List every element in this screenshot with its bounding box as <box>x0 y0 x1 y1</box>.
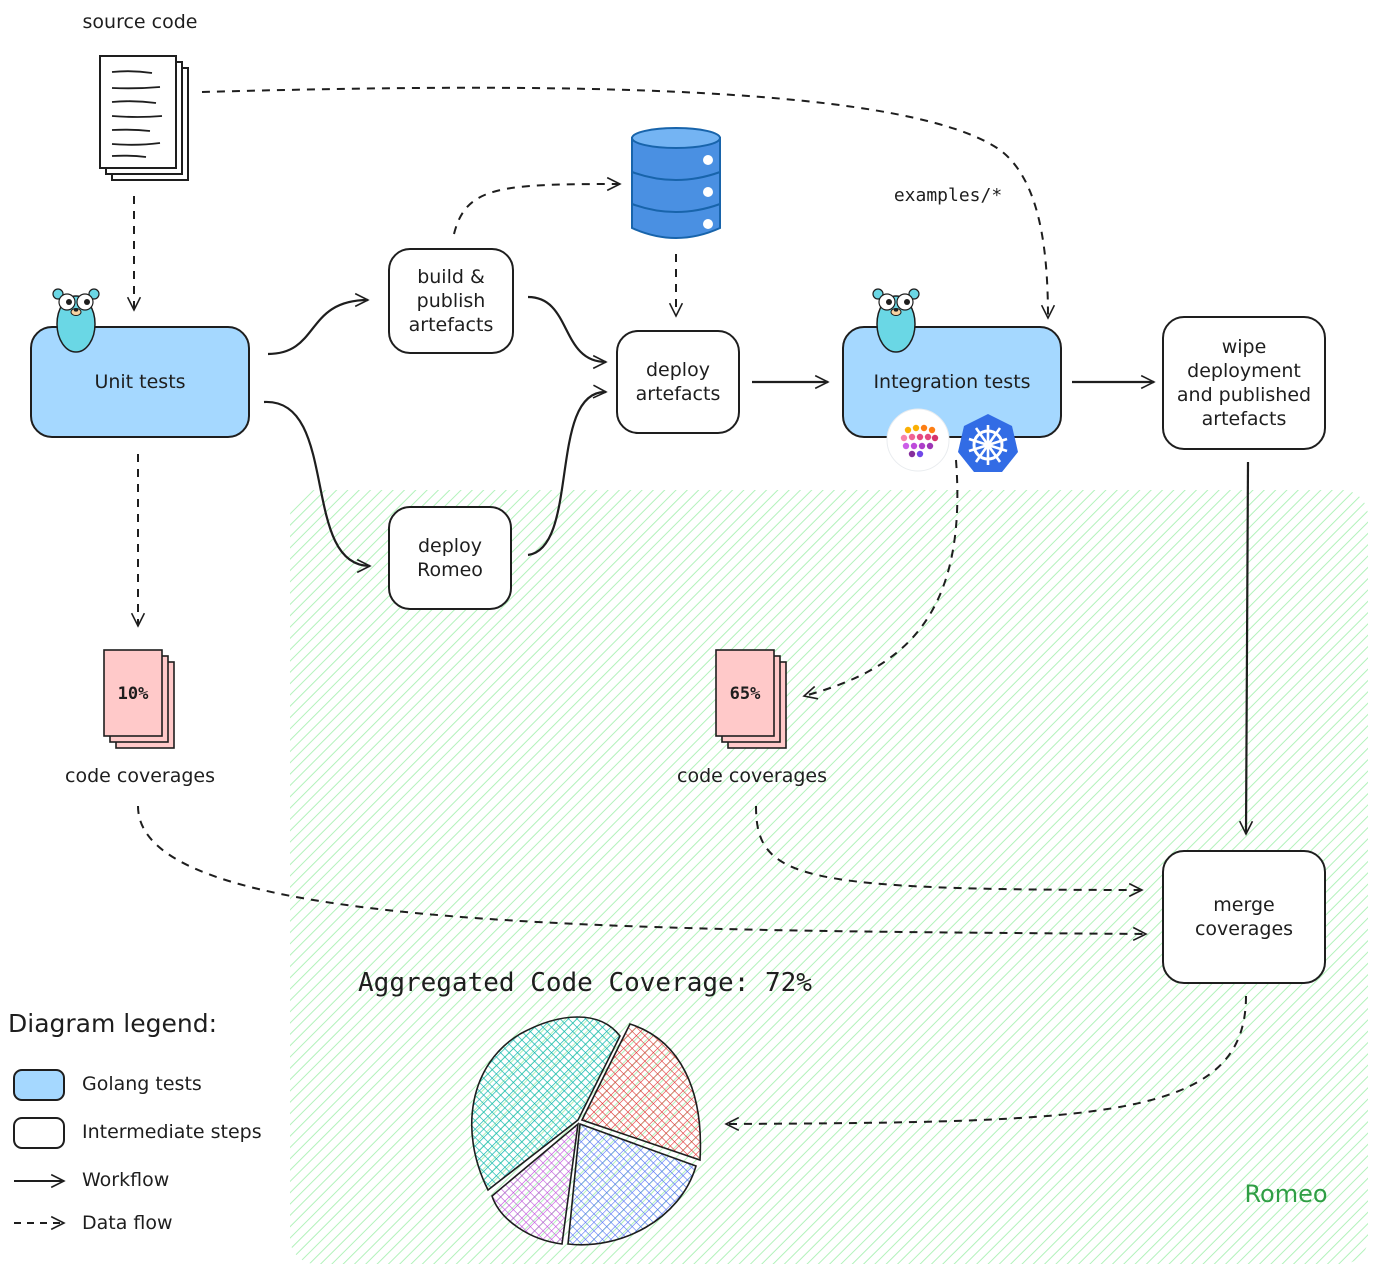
wipe-deployment-node: wipe deployment and published artefacts <box>1162 316 1326 450</box>
grafana-icon <box>886 408 950 472</box>
legend-golang-swatch <box>13 1069 65 1101</box>
arrow-unit-to-build <box>267 300 368 356</box>
source-code-label: source code <box>82 11 198 33</box>
deploy-romeo-node: deploy Romeo <box>388 506 512 610</box>
pie-slice-red <box>580 1023 702 1162</box>
coverage-unit-label: code coverages <box>65 765 215 787</box>
dataflow-coverage-unit-to-merge <box>137 805 1146 934</box>
document-stack-icon <box>99 55 189 181</box>
build-publish-node: build & publish artefacts <box>388 248 514 354</box>
dataflow-build-to-database <box>453 184 620 235</box>
legend-item-workflow: Workflow <box>82 1169 170 1191</box>
dataflow-source-to-integration <box>201 86 1048 318</box>
pie-slice-blue <box>567 1122 697 1246</box>
pie-slice-purple <box>491 1122 580 1245</box>
coverage-integration-value: 65% <box>729 684 761 704</box>
deploy-artefacts-node: deploy artefacts <box>616 330 740 434</box>
arrow-romeo-to-deploy <box>527 392 606 557</box>
gopher-icon <box>52 288 100 353</box>
aggregate-pie <box>470 1016 702 1246</box>
legend-intermediate-swatch <box>13 1117 65 1149</box>
coverage-integration-doc <box>715 649 787 749</box>
examples-label: examples/* <box>893 185 1003 206</box>
merge-coverages-node: merge coverages <box>1162 850 1326 984</box>
integration-tests-node: Integration tests <box>842 326 1062 438</box>
legend-item-intermediate: Intermediate steps <box>82 1121 262 1143</box>
arrow-wipe-to-merge <box>1246 461 1248 834</box>
legend-item-dataflow: Data flow <box>82 1212 173 1234</box>
arrow-build-to-deploy <box>527 295 606 362</box>
romeo-region-label: Romeo <box>1244 1180 1328 1208</box>
coverage-unit-doc <box>103 649 175 749</box>
arrow-unit-to-deploy-romeo <box>263 400 370 566</box>
database-icon <box>631 127 721 239</box>
dataflow-integration-to-coverage <box>804 459 959 696</box>
coverage-unit-value: 10% <box>117 684 149 704</box>
dataflow-merge-to-aggregate <box>726 995 1247 1124</box>
gopher-icon <box>872 288 920 353</box>
pie-slice-teal <box>470 1016 621 1192</box>
aggregated-title: Aggregated Code Coverage: 72% <box>358 968 812 998</box>
legend-title: Diagram legend: <box>8 1009 217 1038</box>
kubernetes-icon <box>958 414 1018 472</box>
legend-item-golang: Golang tests <box>82 1073 202 1095</box>
coverage-integration-label: code coverages <box>677 765 827 787</box>
dataflow-coverage-integration-to-merge <box>755 805 1142 890</box>
